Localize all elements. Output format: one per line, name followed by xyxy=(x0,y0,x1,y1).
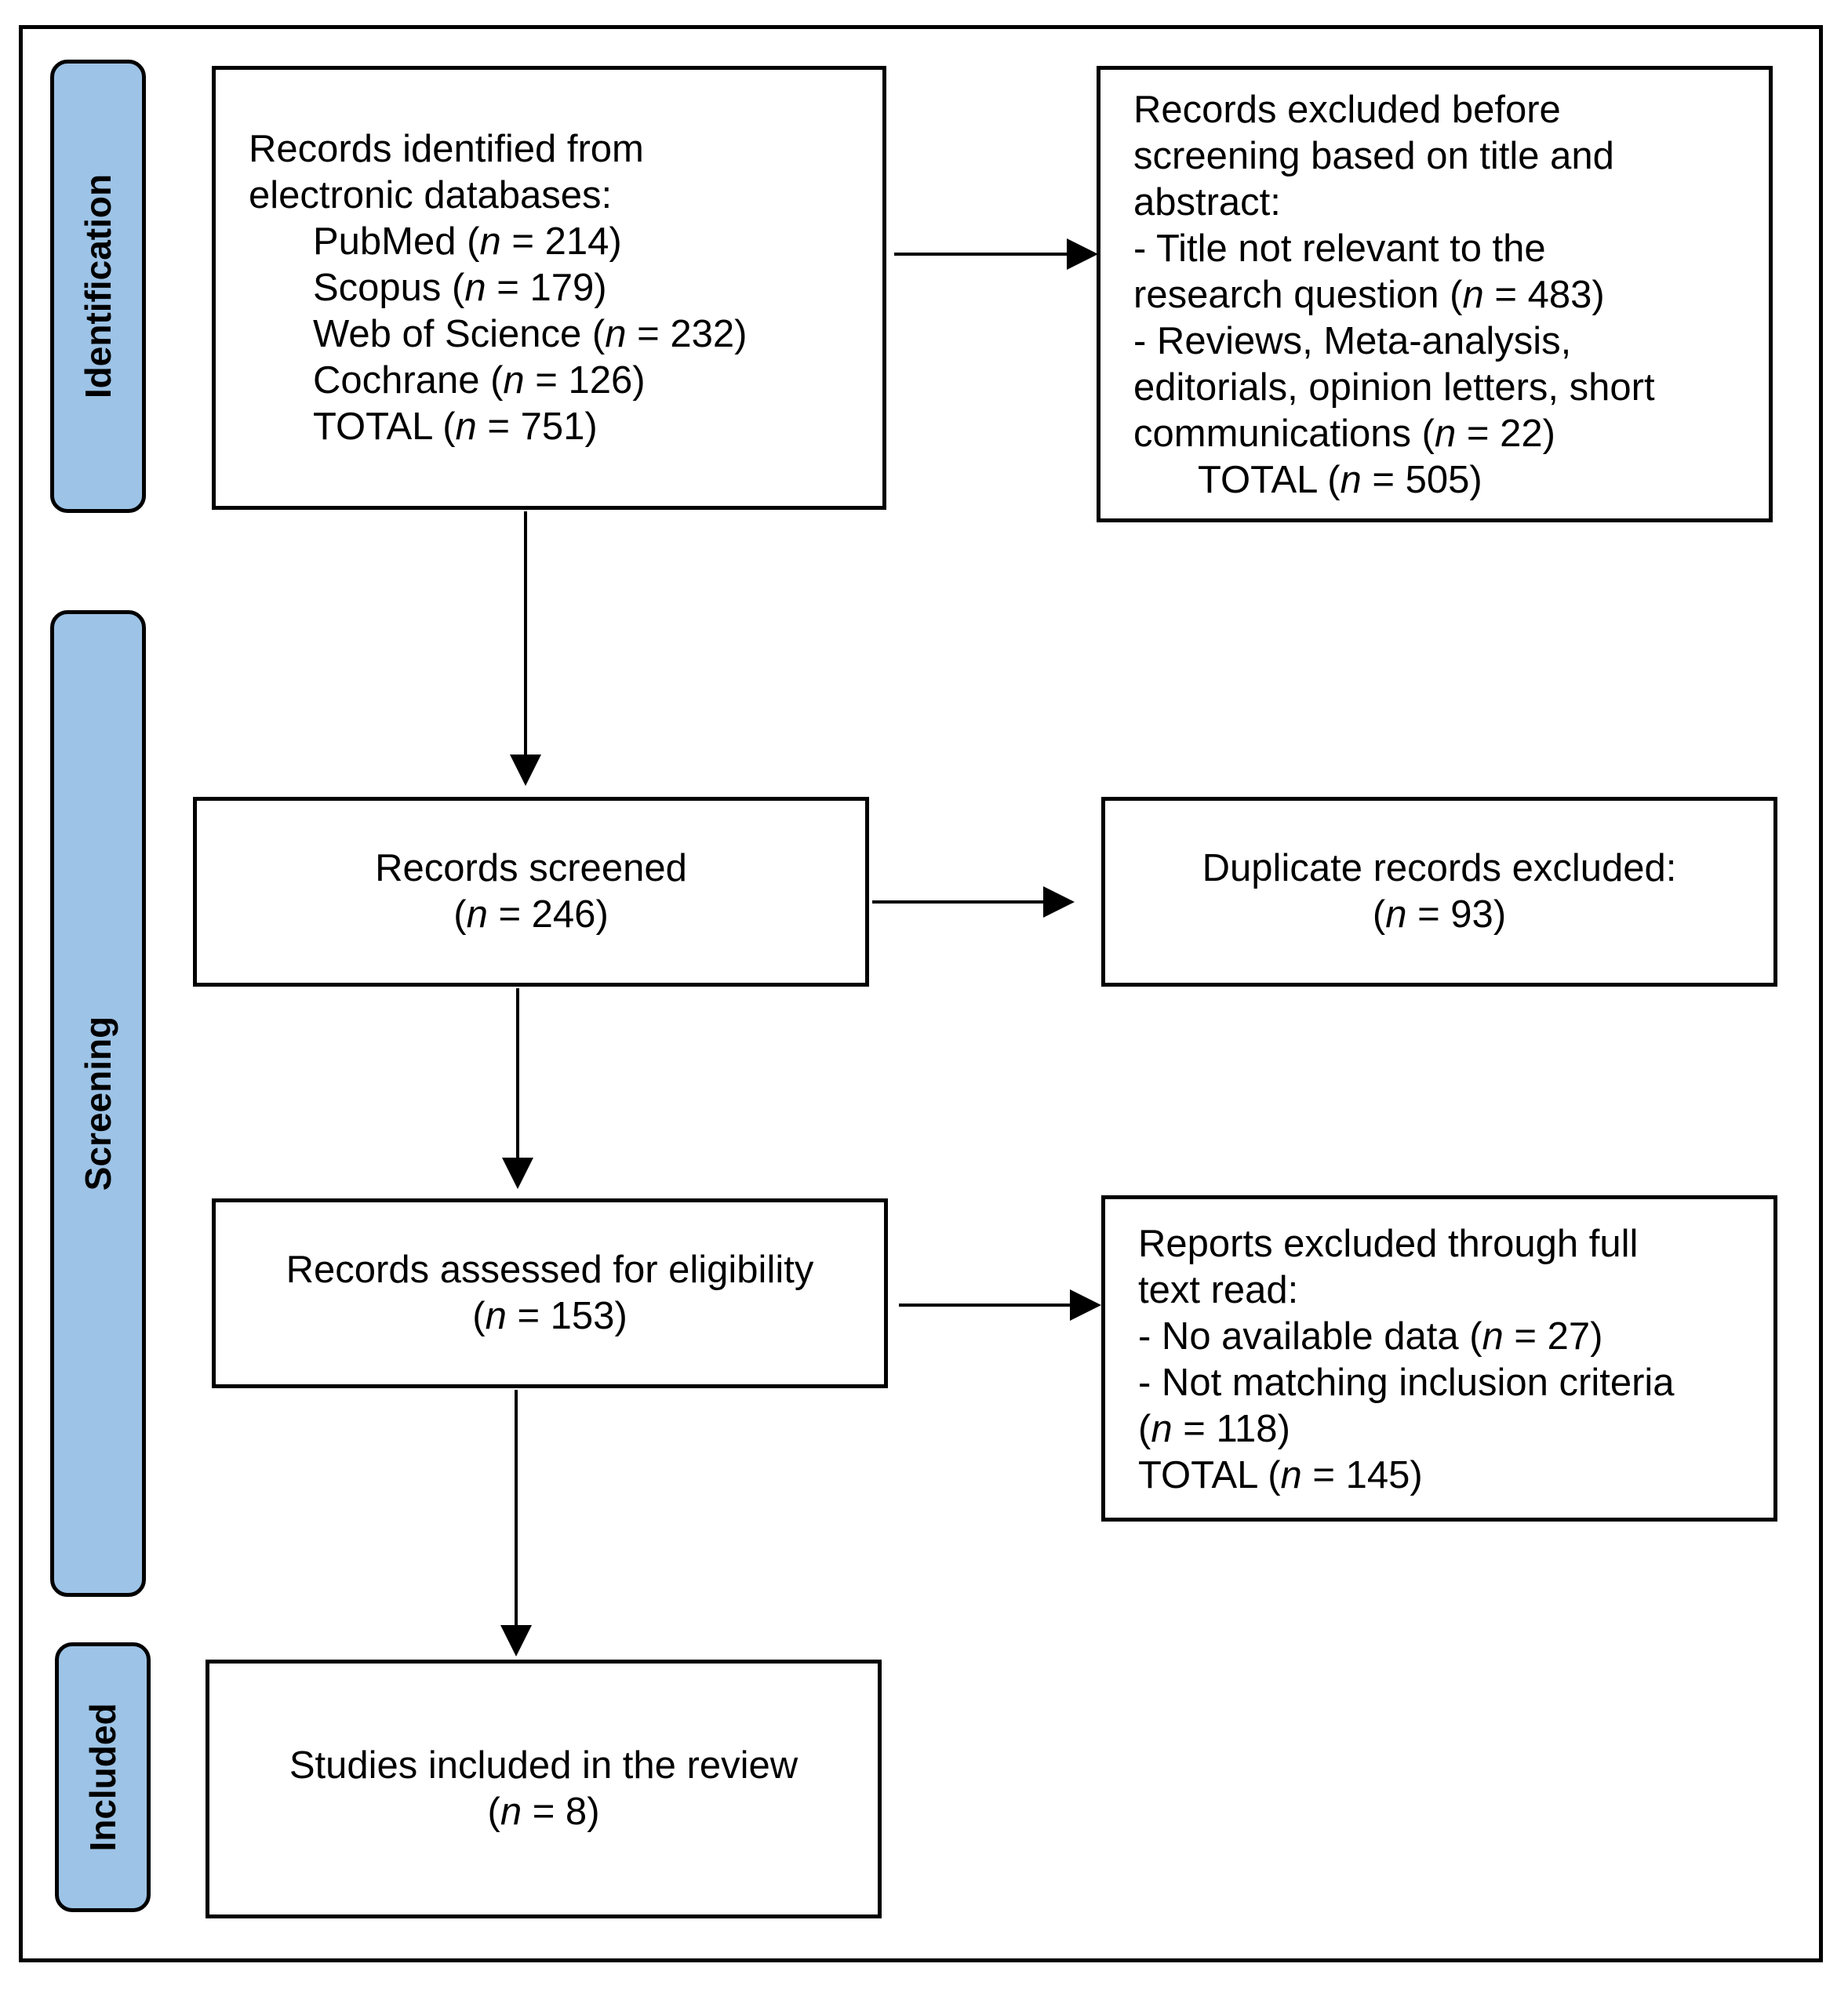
fulltext-reason-1: - No available data (n = 27) xyxy=(1138,1315,1603,1358)
excluded-full-text-box: Reports excluded through full text read:… xyxy=(1101,1195,1777,1522)
source-name: Web of Science xyxy=(313,313,582,355)
source-row: TOTAL (n = 751) xyxy=(313,405,598,448)
identified-line-2: electronic databases: xyxy=(249,174,613,216)
duplicates-box: Duplicate records excluded: (n = 93) xyxy=(1101,797,1777,987)
eligibility-count-line: (n = 153) xyxy=(472,1295,628,1337)
source-name: Scopus xyxy=(313,267,442,309)
eligibility-count: 153 xyxy=(550,1295,615,1337)
excluded-before-screening-box: Records excluded before screening based … xyxy=(1097,66,1773,522)
excluded-line-1: Records excluded before xyxy=(1133,89,1561,131)
fulltext-reason-2-count: 118 xyxy=(1216,1408,1278,1450)
excluded-total: TOTAL (n = 505) xyxy=(1198,459,1482,501)
fulltext-reason-1-count: 27 xyxy=(1547,1315,1591,1358)
excluded-reason-1: research question (n = 483) xyxy=(1133,274,1605,316)
excluded-reason-1-count: 483 xyxy=(1527,274,1592,316)
eligibility-box: Records assessed for eligibility (n = 15… xyxy=(212,1198,888,1388)
screened-count: 246 xyxy=(531,893,596,936)
fulltext-line-1: Reports excluded through full xyxy=(1138,1223,1639,1265)
excluded-reason-2-count: 22 xyxy=(1500,413,1543,455)
included-studies-box: Studies included in the review (n = 8) xyxy=(206,1660,882,1918)
source-count: 179 xyxy=(529,267,595,309)
fulltext-total: TOTAL (n = 145) xyxy=(1138,1454,1423,1496)
included-label: Studies included in the review xyxy=(289,1744,798,1787)
diagram-frame xyxy=(19,25,1823,1962)
screened-label: Records screened xyxy=(375,847,687,889)
excluded-total-count: 505 xyxy=(1405,459,1470,501)
source-name: Cochrane xyxy=(313,359,480,402)
excluded-line-6: - Reviews, Meta-analysis, xyxy=(1133,320,1572,362)
identified-line-1: Records identified from xyxy=(249,128,644,170)
phase-screening: Screening xyxy=(50,610,146,1597)
fulltext-total-count: 145 xyxy=(1345,1454,1410,1496)
source-name: TOTAL xyxy=(313,405,432,448)
fulltext-line-2: text read: xyxy=(1138,1269,1299,1311)
duplicates-label: Duplicate records excluded: xyxy=(1202,847,1677,889)
excluded-line-7: editorials, opinion letters, short xyxy=(1133,366,1655,409)
source-count: 126 xyxy=(568,359,633,402)
source-row: Web of Science (n = 232) xyxy=(313,313,748,355)
excluded-line-3: abstract: xyxy=(1133,181,1281,224)
phase-identification: Identification xyxy=(50,60,146,513)
source-count: 232 xyxy=(670,313,735,355)
excluded-line-4: - Title not relevant to the xyxy=(1133,227,1546,270)
source-count: 751 xyxy=(520,405,585,448)
fulltext-reason-2-count-line: (n = 118) xyxy=(1138,1408,1290,1450)
included-count-line: (n = 8) xyxy=(487,1791,600,1833)
duplicates-count-line: (n = 93) xyxy=(1372,893,1507,936)
included-count: 8 xyxy=(565,1791,588,1833)
source-name: PubMed xyxy=(313,220,457,263)
source-row: PubMed (n = 214) xyxy=(313,220,622,263)
identified-box: Records identified from electronic datab… xyxy=(212,66,886,510)
source-count: 214 xyxy=(544,220,609,263)
excluded-reason-2: communications (n = 22) xyxy=(1133,413,1555,455)
duplicates-count: 93 xyxy=(1450,893,1493,936)
screened-box: Records screened (n = 246) xyxy=(193,797,869,987)
phase-included: Included xyxy=(55,1642,151,1912)
eligibility-label: Records assessed for eligibility xyxy=(286,1249,814,1291)
source-row: Scopus (n = 179) xyxy=(313,267,607,309)
screened-count-line: (n = 246) xyxy=(453,893,609,936)
fulltext-reason-2-label: - Not matching inclusion criteria xyxy=(1138,1362,1675,1404)
excluded-line-2: screening based on title and xyxy=(1133,135,1614,177)
source-row: Cochrane (n = 126) xyxy=(313,359,646,402)
